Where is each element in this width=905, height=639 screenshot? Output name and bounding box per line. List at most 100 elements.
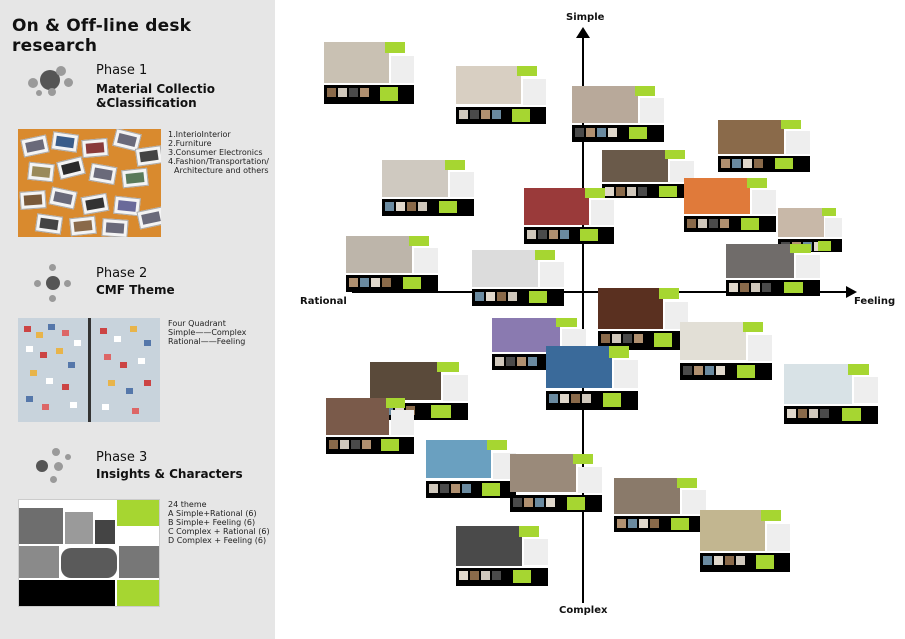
board-swatch	[740, 283, 749, 292]
board-image	[523, 79, 546, 105]
board-swatch	[495, 357, 504, 366]
board-swatch	[497, 292, 506, 301]
theme-board	[598, 288, 688, 350]
board-image	[670, 161, 694, 182]
board-swatch	[720, 219, 729, 228]
board-swatch	[517, 357, 526, 366]
board-swatch	[492, 110, 501, 119]
theme-board	[346, 236, 438, 292]
board-image	[700, 510, 765, 551]
phase-1-subtitle-line1: Material Collectio	[96, 82, 215, 96]
theme-board	[602, 150, 694, 198]
board-swatch	[470, 571, 479, 580]
board-swatch	[360, 278, 369, 287]
board-image	[825, 218, 842, 237]
board-tag	[848, 364, 869, 375]
board-tag	[818, 241, 831, 251]
board-swatch	[628, 519, 637, 528]
board-image	[748, 335, 772, 361]
arrow-up-icon	[576, 27, 590, 38]
board-swatch	[560, 394, 569, 403]
theme-board	[546, 346, 638, 410]
board-image	[546, 346, 612, 388]
board-swatch	[481, 571, 490, 580]
board-image	[778, 208, 824, 237]
board-tag	[535, 250, 555, 260]
board-swatch	[470, 110, 479, 119]
board-swatch	[650, 519, 659, 528]
board-swatch	[736, 556, 745, 565]
board-swatch	[639, 519, 648, 528]
board-image	[391, 56, 414, 83]
board-swatch	[527, 230, 536, 239]
board-image	[540, 262, 564, 287]
phase-3-subtitle: Insights & Characters	[96, 467, 243, 481]
board-image	[324, 42, 389, 83]
board-swatch	[508, 292, 517, 301]
board-tag	[386, 398, 405, 408]
board-tag	[431, 405, 451, 418]
theme-board	[726, 244, 820, 296]
theme-board	[784, 364, 878, 424]
board-swatch	[725, 556, 734, 565]
board-swatch	[754, 159, 763, 168]
board-swatch	[703, 556, 712, 565]
board-image	[684, 178, 750, 214]
board-swatch	[481, 110, 490, 119]
board-swatch	[634, 334, 643, 343]
board-image	[614, 478, 680, 514]
board-tag	[671, 518, 689, 530]
board-tag	[385, 42, 405, 53]
board-tag	[437, 362, 459, 372]
board-swatch	[327, 88, 336, 97]
board-tag	[517, 66, 537, 76]
board-image	[784, 364, 852, 404]
board-swatch	[506, 357, 515, 366]
theme-board	[326, 398, 414, 454]
board-swatch	[535, 498, 544, 507]
theme-board	[472, 250, 564, 306]
board-tag	[741, 218, 759, 230]
board-swatch	[451, 484, 460, 493]
board-swatch	[709, 219, 718, 228]
board-swatch	[683, 366, 692, 375]
board-swatch	[601, 334, 610, 343]
phase-3-notes: 24 theme A Simple+Rational (6) B Simple+…	[168, 500, 270, 545]
board-tag	[761, 510, 781, 521]
board-image	[443, 375, 468, 401]
board-swatch	[798, 409, 807, 418]
board-swatch	[440, 484, 449, 493]
board-swatch	[787, 409, 796, 418]
board-image	[524, 539, 548, 565]
theme-board	[680, 322, 772, 380]
board-image	[382, 160, 448, 197]
board-tag	[677, 478, 697, 488]
board-swatch	[732, 159, 741, 168]
board-swatch	[340, 440, 349, 449]
board-swatch	[360, 88, 369, 97]
board-image	[326, 398, 389, 435]
page-title: On & Off-line desk research	[12, 16, 192, 56]
board-swatch	[597, 128, 606, 137]
board-image	[346, 236, 412, 273]
board-swatch	[429, 484, 438, 493]
board-tag	[567, 497, 585, 510]
phase-3-heading: Phase 3	[96, 450, 148, 465]
board-swatch	[612, 334, 621, 343]
axis-label-complex: Complex	[559, 605, 608, 616]
board-tag	[609, 346, 629, 358]
board-swatch	[729, 283, 738, 292]
board-swatch	[616, 187, 625, 196]
board-image	[854, 377, 878, 403]
board-image	[598, 288, 663, 329]
board-swatch	[743, 159, 752, 168]
board-swatch	[586, 128, 595, 137]
board-tag	[635, 86, 655, 96]
board-tag	[556, 318, 577, 327]
board-image	[391, 410, 414, 435]
board-swatch	[349, 88, 358, 97]
board-swatch	[617, 519, 626, 528]
board-swatch	[721, 159, 730, 168]
board-image	[456, 66, 521, 104]
board-tag	[842, 408, 861, 421]
